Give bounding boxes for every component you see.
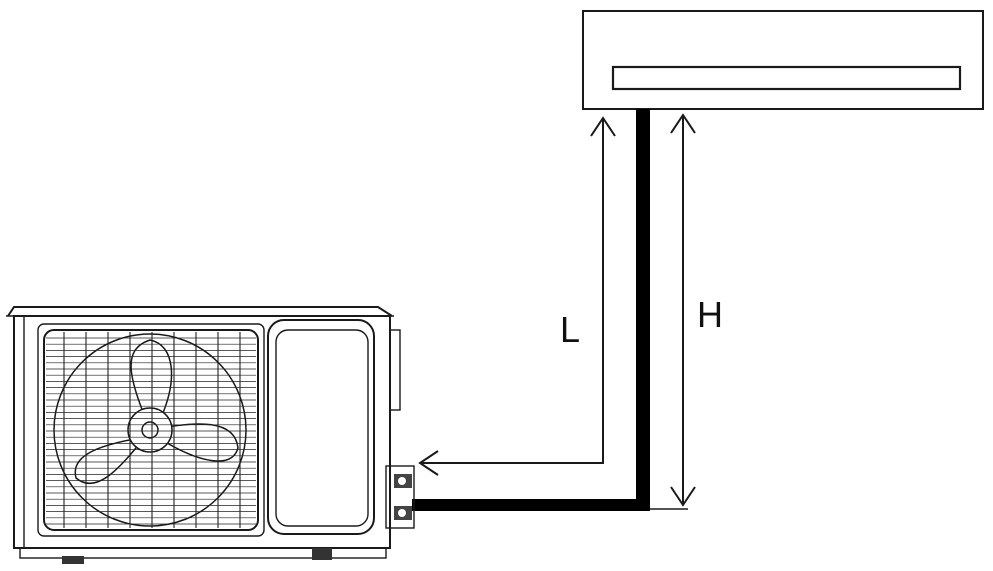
- indoor-unit-vent: [611, 65, 962, 91]
- arrow-up-icon: [590, 116, 616, 137]
- arrow-up-icon: [670, 113, 696, 134]
- indoor-unit: [582, 10, 984, 110]
- height-dimension-line: H: [650, 113, 723, 510]
- outdoor-unit: [6, 306, 415, 564]
- arrow-down-icon: [670, 486, 696, 507]
- service-valves: [385, 465, 415, 529]
- length-dimension-line: L: [418, 116, 616, 476]
- arrow-left-icon: [418, 450, 439, 476]
- fan-grille: [43, 329, 259, 531]
- length-label: L: [560, 309, 580, 350]
- height-label: H: [697, 294, 723, 335]
- service-panel: [267, 319, 375, 535]
- refrigerant-pipe: [412, 109, 650, 511]
